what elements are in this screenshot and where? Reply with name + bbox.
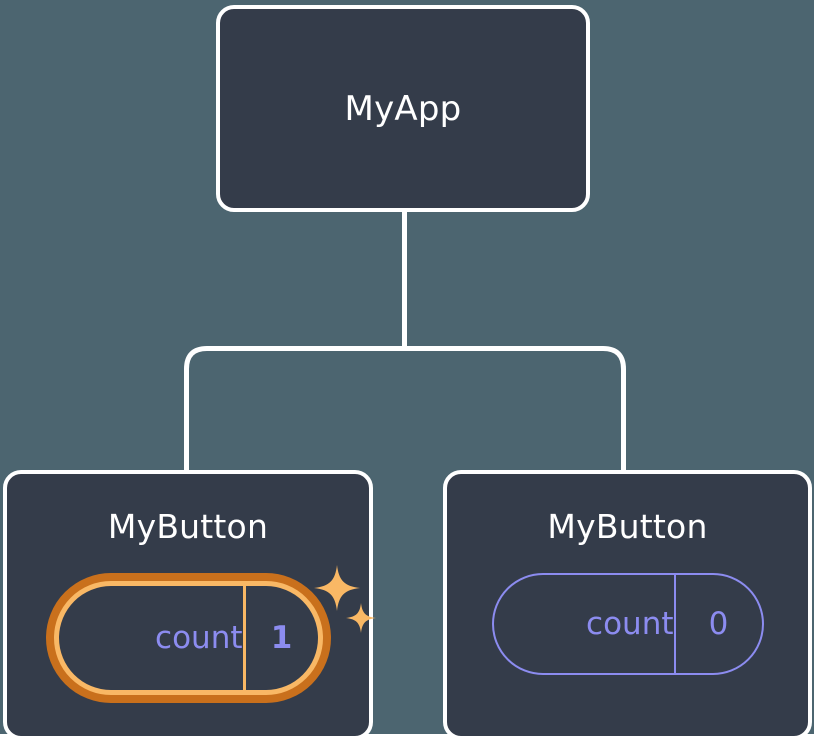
node-mybutton-right[interactable]: MyButton count 0 bbox=[443, 470, 812, 740]
node-mybutton-left[interactable]: MyButton count 1 bbox=[3, 470, 376, 740]
state-divider-right bbox=[673, 575, 676, 673]
state-pill-left-inner: count 1 bbox=[58, 586, 318, 690]
sparkle-icon bbox=[345, 603, 376, 633]
state-value-left: 1 bbox=[270, 619, 293, 656]
state-pill-left[interactable]: count 1 bbox=[45, 573, 331, 703]
node-mybutton-left-title: MyButton bbox=[107, 507, 269, 546]
node-myapp[interactable]: MyApp bbox=[216, 5, 590, 212]
connector-branch-bus bbox=[184, 346, 626, 472]
state-key-left: count bbox=[155, 619, 243, 656]
node-myapp-title: MyApp bbox=[344, 88, 462, 129]
state-pill-right[interactable]: count 0 bbox=[491, 573, 764, 675]
state-pill-left-wrapper: count 1 bbox=[45, 565, 376, 703]
state-key-right: count bbox=[586, 605, 674, 642]
node-mybutton-right-title: MyButton bbox=[547, 507, 708, 546]
state-value-right: 0 bbox=[708, 605, 729, 642]
state-pill-right-wrapper: count 0 bbox=[491, 573, 764, 675]
state-divider-left bbox=[242, 586, 246, 690]
